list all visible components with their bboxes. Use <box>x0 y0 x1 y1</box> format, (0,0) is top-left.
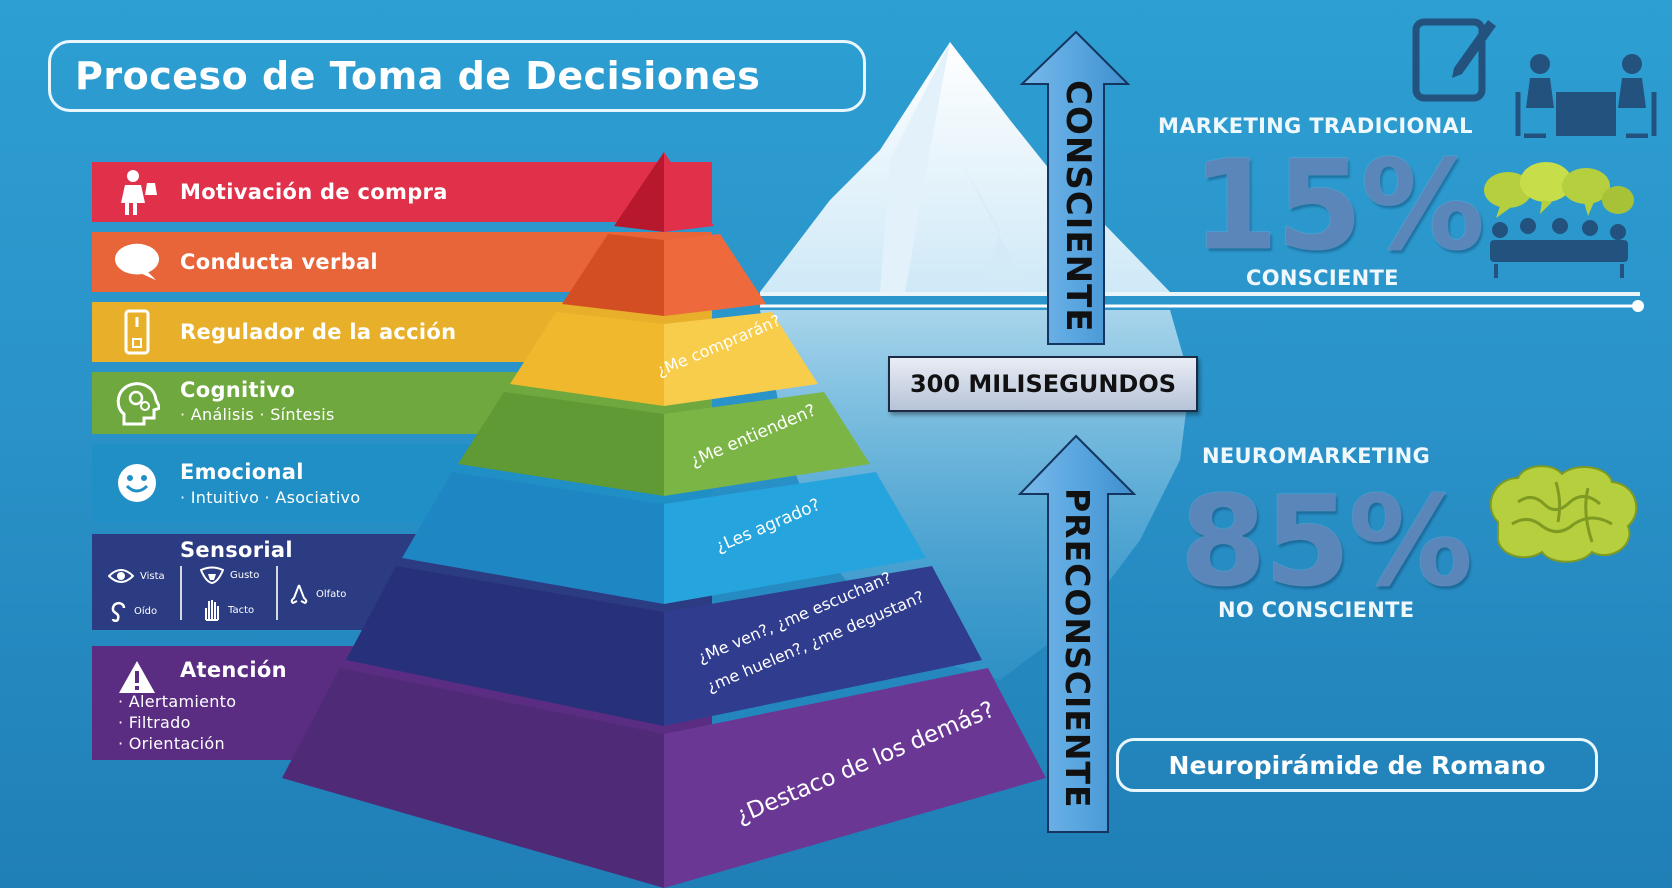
sense-divider <box>180 566 182 620</box>
mouth-icon <box>200 566 224 584</box>
shopper-icon <box>114 169 160 215</box>
clipboard-pencil-icon <box>1412 18 1496 102</box>
nose-icon <box>290 584 308 604</box>
traditional-percent: 15% <box>1192 134 1485 278</box>
phone-icon <box>114 309 160 355</box>
level-line: · Alertamiento <box>118 692 237 711</box>
sense-gusto: Gusto <box>200 566 259 584</box>
sense-olfato: Olfato <box>288 584 346 604</box>
level-sublabel: · Intuitivo · Asociativo <box>180 488 361 507</box>
preconsciente-label: PRECONSCIENTE <box>1058 488 1097 809</box>
smiley-icon <box>114 460 160 506</box>
sense-label: Vista <box>140 570 165 582</box>
consciente-arrow <box>1019 30 1131 345</box>
team-discussion-icon <box>1484 162 1634 278</box>
romano-caption: Neuropirámide de Romano <box>1116 738 1598 792</box>
level-label: Atención <box>180 658 287 682</box>
sense-tacto: Tacto <box>202 598 254 622</box>
neuro-percent: 85% <box>1180 470 1473 614</box>
traditional-label: MARKETING TRADICIONAL <box>1158 114 1473 138</box>
neuro-label: NEUROMARKETING <box>1202 444 1431 468</box>
sense-vista: Vista <box>108 568 165 584</box>
sense-divider <box>276 566 278 620</box>
hand-icon <box>205 600 219 621</box>
consciente-label: CONSCIENTE <box>1058 80 1098 333</box>
meeting-people-icon <box>1515 54 1657 138</box>
level-label: Regulador de la acción <box>180 320 457 344</box>
level-line: · Orientación <box>118 734 225 753</box>
level-label: Motivación de compra <box>180 180 448 204</box>
page-title: Proceso de Toma de Decisiones <box>48 40 866 112</box>
level-label: Conducta verbal <box>180 250 378 274</box>
sense-label: Oído <box>134 605 158 617</box>
head-gears-icon <box>114 380 160 426</box>
sense-label: Gusto <box>230 569 260 581</box>
ear-icon <box>111 601 126 622</box>
level-label: Cognitivo <box>180 378 296 402</box>
level-label: Emocional <box>180 460 304 484</box>
level-label: Sensorial <box>180 538 293 562</box>
preconsciente-arrow <box>1017 434 1137 833</box>
neuro-sub: NO CONSCIENTE <box>1218 598 1415 622</box>
sense-label: Tacto <box>228 604 255 616</box>
speech-bubble-icon <box>114 239 160 285</box>
level-motivacion: Motivación de compra <box>92 162 712 222</box>
milliseconds-badge: 300 MILISEGUNDOS <box>888 356 1198 412</box>
sense-oido: Oído <box>110 600 157 622</box>
eye-icon <box>108 569 134 583</box>
sense-label: Olfato <box>316 588 347 600</box>
traditional-sub: CONSCIENTE <box>1246 266 1399 290</box>
warning-icon <box>114 654 160 700</box>
level-line: · Filtrado <box>118 713 191 732</box>
brain-icon <box>1489 465 1638 563</box>
level-sublabel: · Análisis · Síntesis <box>180 405 335 424</box>
